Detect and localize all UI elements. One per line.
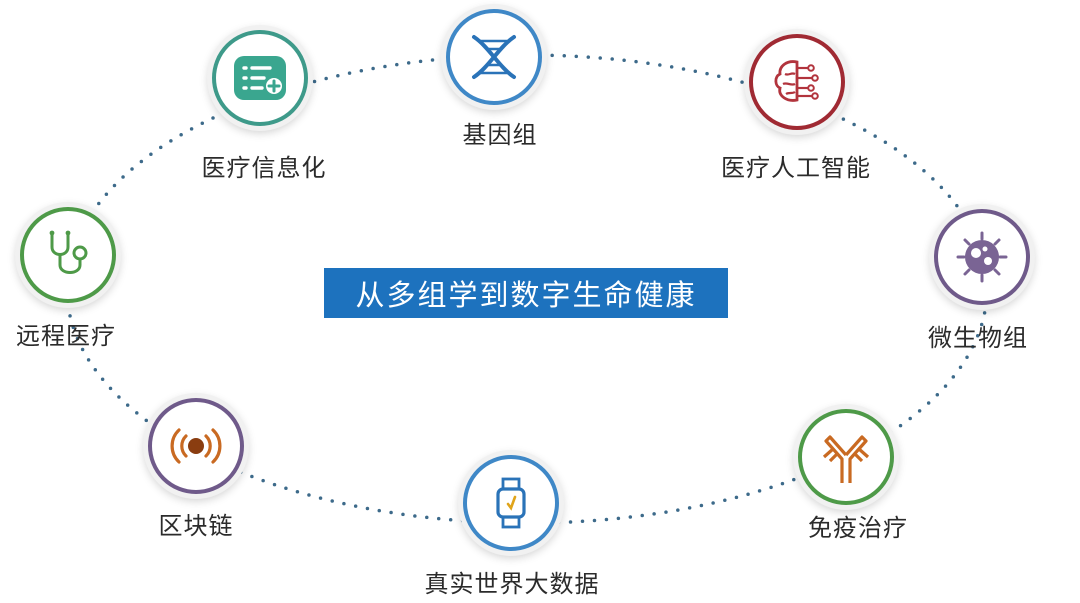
node-label-real-world-data: 真实世界大数据 bbox=[424, 570, 600, 598]
node-telemedicine bbox=[20, 207, 116, 303]
stethoscope-icon bbox=[38, 225, 98, 285]
node-real-world-data bbox=[463, 455, 559, 551]
medical-list-icon bbox=[230, 48, 290, 108]
node-microbiome bbox=[934, 209, 1030, 305]
node-label-immunotherapy: 免疫治疗 bbox=[808, 514, 908, 542]
node-medical-ai bbox=[749, 34, 845, 130]
node-label-telemedicine: 远程医疗 bbox=[16, 322, 116, 350]
broadcast-icon bbox=[166, 416, 226, 476]
center-title: 从多组学到数字生命健康 bbox=[324, 268, 728, 318]
node-label-medical-it: 医疗信息化 bbox=[201, 154, 327, 182]
node-label-blockchain: 区块链 bbox=[158, 512, 234, 540]
smartwatch-icon bbox=[481, 473, 541, 533]
antibody-icon bbox=[816, 427, 876, 487]
node-genome bbox=[446, 9, 542, 105]
node-blockchain bbox=[148, 398, 244, 494]
microbe-icon bbox=[952, 227, 1012, 287]
node-label-genome: 基因组 bbox=[462, 121, 538, 149]
node-label-medical-ai: 医疗人工智能 bbox=[721, 154, 871, 182]
node-label-microbiome: 微生物组 bbox=[928, 324, 1028, 352]
node-medical-it bbox=[212, 30, 308, 126]
node-immunotherapy bbox=[798, 409, 894, 505]
dna-icon bbox=[464, 27, 524, 87]
brain-circuit-icon bbox=[767, 52, 827, 112]
